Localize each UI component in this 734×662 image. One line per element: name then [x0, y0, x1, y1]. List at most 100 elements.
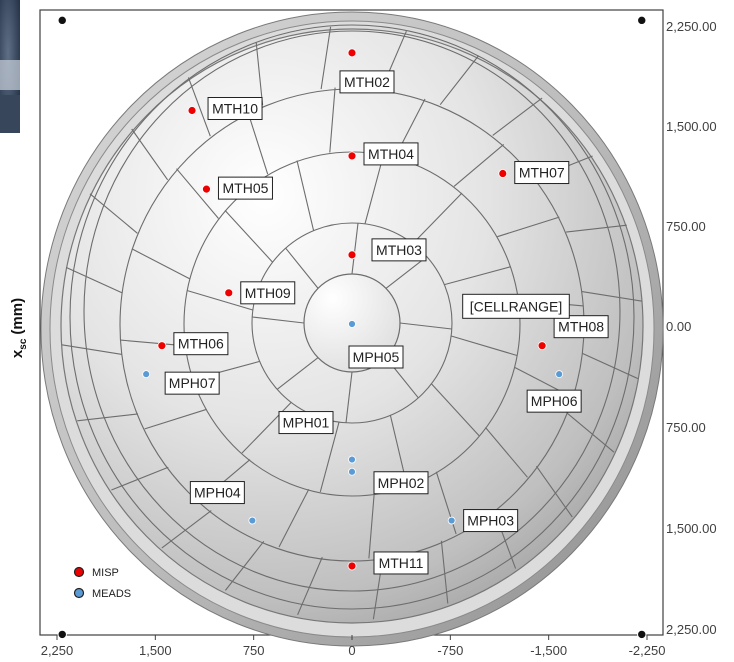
- y-tick-label: 750.00: [666, 219, 706, 234]
- dish-panel-seam: [255, 42, 264, 106]
- point-label-mph06: MPH06: [526, 389, 582, 413]
- dish-panel-seam: [131, 128, 169, 181]
- x-tick-label: -2,250: [629, 643, 666, 658]
- label-box: [217, 176, 273, 200]
- dish-ring: [83, 30, 621, 592]
- label-text: MTH04: [368, 146, 414, 162]
- meads-point-mph01: [348, 455, 356, 464]
- dish-panel-seam: [485, 427, 528, 478]
- dish-panel-seam: [399, 322, 452, 330]
- misp-point-mth02: [347, 48, 357, 58]
- point-label-mph02: MPH02: [373, 471, 429, 495]
- dish-panel-seam: [566, 412, 615, 453]
- point-label-mth08: MTH08: [553, 315, 609, 339]
- label-text: MTH11: [379, 555, 424, 571]
- meads-point-mph02: [348, 467, 356, 476]
- dish-panel-seam: [412, 192, 463, 244]
- dish-panel-seam: [186, 289, 253, 311]
- annotation-box: [462, 293, 570, 319]
- y-tick-label: 0.00: [666, 319, 691, 334]
- dish-panel-seam: [247, 111, 269, 175]
- corner-marker: [637, 629, 647, 640]
- label-box: [189, 481, 245, 505]
- label-text: MTH05: [223, 180, 269, 196]
- dish-panel-seam: [385, 256, 428, 289]
- dish-panel-seam: [252, 316, 305, 324]
- x-tick-label: -750: [437, 643, 463, 658]
- meads-point-mph06: [555, 370, 564, 379]
- background-photo-fragment: [0, 0, 20, 133]
- point-label-mph07: MPH07: [164, 371, 220, 395]
- label-box: [553, 315, 609, 339]
- label-box: [339, 70, 395, 94]
- dish-panel-seam: [77, 413, 138, 422]
- label-text: MPH07: [169, 375, 216, 391]
- label-text: MPH03: [467, 513, 514, 529]
- label-box: [363, 142, 419, 166]
- label-text: MPH01: [283, 415, 330, 431]
- point-label-mth06: MTH06: [173, 332, 229, 356]
- label-box: [463, 509, 519, 533]
- y-axis-ticks: 2,250.001,500.00750.000.00750.001,500.00…: [666, 19, 717, 637]
- dish-panel-seam: [224, 210, 274, 263]
- point-label-mth07: MTH07: [514, 161, 570, 185]
- dish-panel-seam: [111, 466, 169, 491]
- dish-panel-seam: [131, 248, 190, 280]
- annotations: [CELLRANGE]: [462, 293, 570, 319]
- dish-panel-seam: [241, 402, 292, 454]
- x-tick-label: 750: [243, 643, 265, 658]
- label-text: MPH02: [378, 475, 425, 491]
- x-tick-label: -1,500: [530, 643, 567, 658]
- dish-panel-seam: [492, 97, 543, 136]
- corner-marker: [57, 15, 67, 26]
- dish-panel-seam: [187, 77, 211, 137]
- label-text: MTH03: [376, 242, 422, 258]
- meads-point-mph07: [142, 370, 151, 379]
- misp-point-mth11: [347, 561, 357, 571]
- dish-ring: [69, 24, 635, 610]
- corner-marker: [637, 15, 647, 26]
- label-text: MPH04: [194, 485, 241, 501]
- dish-panel-seam: [176, 168, 219, 219]
- label-box: [526, 389, 582, 413]
- dish-panel-seam: [351, 223, 359, 275]
- y-tick-label: 2,250.00: [666, 622, 717, 637]
- label-text: MTH08: [558, 319, 604, 335]
- dish-panel-seam: [566, 224, 627, 233]
- misp-point-mth08: [537, 341, 547, 351]
- misp-point-mth04: [347, 151, 357, 161]
- dish-panel-seam: [439, 55, 480, 106]
- label-box: [371, 238, 427, 262]
- data-points: [142, 48, 564, 571]
- point-label-mth02: MTH02: [339, 70, 395, 94]
- misp-point-mth10: [187, 106, 197, 115]
- label-box: [240, 281, 296, 305]
- dish-panel-seam: [61, 344, 123, 355]
- dish-panel-seam: [368, 493, 375, 559]
- dish-panel-seam: [296, 160, 315, 231]
- dish-panel-seam: [453, 143, 505, 187]
- corner-marker: [57, 629, 67, 640]
- dish-panel-seam: [364, 153, 385, 224]
- y-tick-label: 1,500.00: [666, 521, 717, 536]
- point-label-mph04: MPH04: [189, 481, 245, 505]
- point-label-mph03: MPH03: [463, 509, 519, 533]
- point-label-mph01: MPH01: [278, 411, 334, 435]
- legend-marker-meads: [73, 587, 85, 599]
- misp-point-mth06: [157, 341, 167, 351]
- label-box: [164, 371, 220, 395]
- dish-panel-seam: [535, 465, 573, 518]
- y-tick-label: 750.00: [666, 420, 706, 435]
- point-label-mth04: MTH04: [363, 142, 419, 166]
- point-label-mth10: MTH10: [207, 97, 263, 120]
- point-labels: MTH02MTH10MTH04MTH07MTH05MTH03MTH09MTH08…: [164, 70, 609, 575]
- dish-panel-seam: [224, 540, 265, 591]
- dish-panel-seam: [278, 488, 310, 548]
- meads-point-mph04: [248, 516, 257, 525]
- meads-point-mph05: [348, 320, 356, 328]
- y-axis-title: xsc(mm): [9, 298, 29, 358]
- meads-point-mph03: [447, 516, 456, 525]
- dish-panel-seam: [451, 335, 518, 357]
- dish-panel-seam: [144, 408, 207, 430]
